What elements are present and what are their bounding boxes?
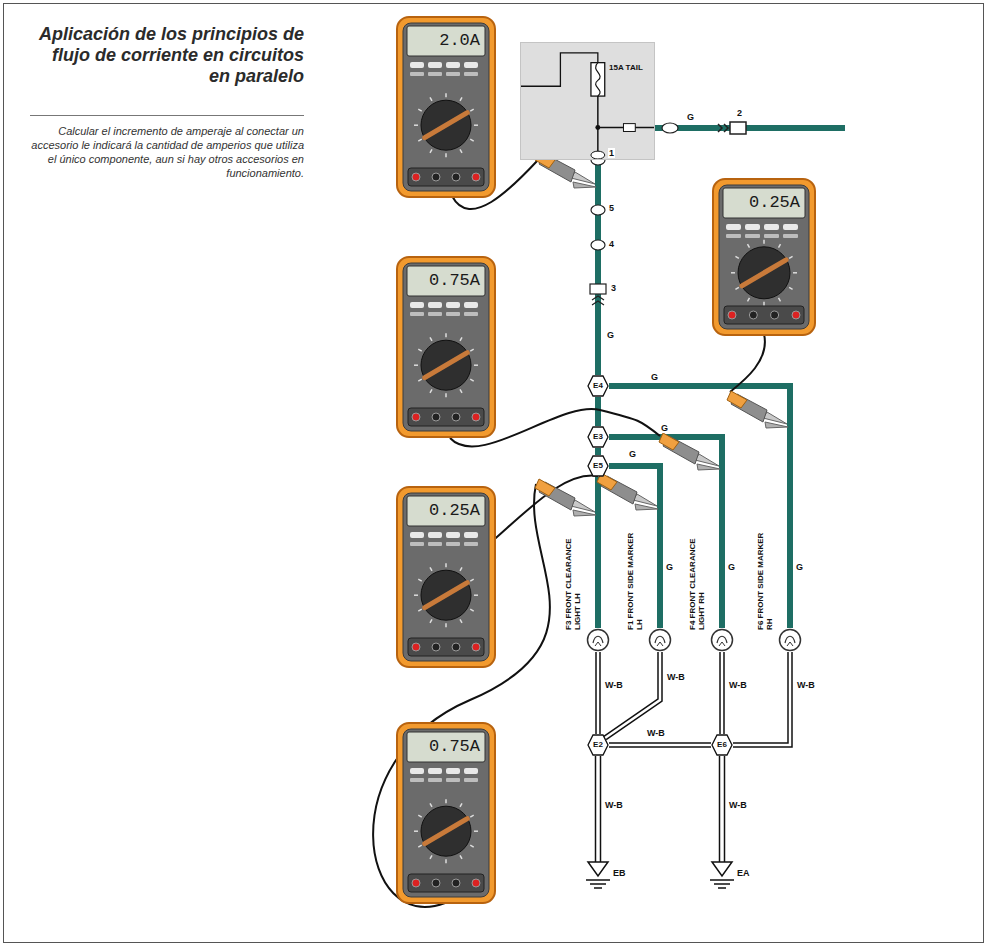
white-black-wire <box>722 652 723 734</box>
wire-color: W-B <box>728 680 748 690</box>
connector-pin: 3 <box>610 283 617 293</box>
wire-color: G <box>628 449 637 459</box>
wire-color: G <box>660 423 669 433</box>
wire-stroke <box>609 742 711 748</box>
meter-display: 0.75A <box>410 270 480 292</box>
fuse-panel: 15A TAIL <box>520 42 655 160</box>
wire-stroke <box>595 477 601 628</box>
wire-color: G <box>606 330 615 340</box>
white-black-wire <box>598 652 599 734</box>
lamp-label: F4 FRONT CLEARANCE LIGHT RH <box>688 530 706 630</box>
connector-pin: 4 <box>608 239 615 249</box>
probe-lead <box>373 160 765 907</box>
meter-display: 0.75A <box>410 736 480 758</box>
ground-symbol <box>586 756 734 888</box>
splice-label: E5 <box>587 455 609 477</box>
multimeter: 0.25A <box>712 178 816 336</box>
splice-label: E2 <box>587 734 609 756</box>
white-black-wire <box>605 652 660 738</box>
wire-color: W-B <box>666 672 686 682</box>
wire-stroke <box>721 652 724 734</box>
connector-pin: 2 <box>736 108 743 118</box>
wire-stroke <box>605 652 660 738</box>
wire-color: G <box>650 372 659 382</box>
wire-stroke <box>733 652 790 745</box>
wire-color: W-B <box>646 728 666 738</box>
lamp-label: F1 FRONT SIDE MARKER LH <box>626 530 644 630</box>
meter-display: 2.0A <box>410 30 480 52</box>
connector-symbol <box>718 122 746 134</box>
wire-color: G <box>795 562 804 572</box>
wire-stroke <box>719 652 725 734</box>
multimeter: 0.75A <box>396 256 496 438</box>
wire-color: W-B <box>604 680 624 690</box>
multimeter: 0.25A <box>396 486 496 668</box>
wire-stroke <box>609 744 711 747</box>
probe-clip <box>727 391 788 428</box>
wire-stroke <box>595 397 601 426</box>
meter-display: 0.25A <box>726 192 800 214</box>
splice-point: E5 <box>587 455 609 477</box>
wire-color: W-B <box>604 800 624 810</box>
splice-point: E3 <box>587 426 609 448</box>
connector-pin: 1 <box>608 148 615 158</box>
wire-stroke <box>595 448 601 455</box>
green-wire <box>598 160 599 375</box>
title: Aplicación de los principios de flujo de… <box>26 24 304 87</box>
splice-point: E6 <box>711 734 733 756</box>
ground-label: EA <box>736 868 751 878</box>
wire-stroke <box>597 652 600 734</box>
multimeter: 0.75A <box>396 722 496 904</box>
lamp-bulb: F3 FRONT CLEARANCE LIGHT LH <box>586 628 610 652</box>
wire-color: G <box>686 112 695 122</box>
splice-label: E6 <box>711 734 733 756</box>
probe-clip <box>535 479 596 516</box>
wire-color: G <box>727 562 736 572</box>
caption: Calcular el incremento de amperaje al co… <box>24 124 304 180</box>
white-black-wire <box>733 652 790 745</box>
splice-label: E3 <box>587 426 609 448</box>
lamp-bulb: F1 FRONT SIDE MARKER LH <box>648 628 672 652</box>
g-wire <box>655 125 845 131</box>
connector-pin: 5 <box>608 203 615 213</box>
splice-point: E2 <box>587 734 609 756</box>
wire-color: W-B <box>796 680 816 690</box>
ground-label: EB <box>612 868 627 878</box>
wire-color: G <box>665 562 674 572</box>
green-wire <box>598 448 599 455</box>
title-rule <box>30 115 304 116</box>
trunk-connectors <box>590 155 606 305</box>
connector-symbol <box>662 123 678 133</box>
green-wire <box>598 397 599 426</box>
splice-label: E4 <box>587 375 609 397</box>
lamp-label: F6 FRONT SIDE MARKER RH <box>756 530 774 630</box>
probe-clip <box>659 433 720 470</box>
splice-point: E4 <box>587 375 609 397</box>
wire-stroke <box>733 652 790 745</box>
lamp-label: F3 FRONT CLEARANCE LIGHT LH <box>564 530 582 630</box>
wire-stroke <box>605 652 660 738</box>
multimeter: 2.0A <box>396 16 496 198</box>
green-wire <box>598 477 599 628</box>
white-black-wire <box>609 745 711 746</box>
meter-display: 0.25A <box>410 500 480 522</box>
fuse-rating: 15A TAIL <box>609 63 649 73</box>
lamp-bulb: F6 FRONT SIDE MARKER RH <box>778 628 802 652</box>
probe-clip <box>597 473 658 510</box>
wire-color: W-B <box>728 800 748 810</box>
wire-stroke <box>595 160 601 375</box>
wire-stroke <box>595 652 601 734</box>
lamp-bulb: F4 FRONT CLEARANCE LIGHT RH <box>710 628 734 652</box>
